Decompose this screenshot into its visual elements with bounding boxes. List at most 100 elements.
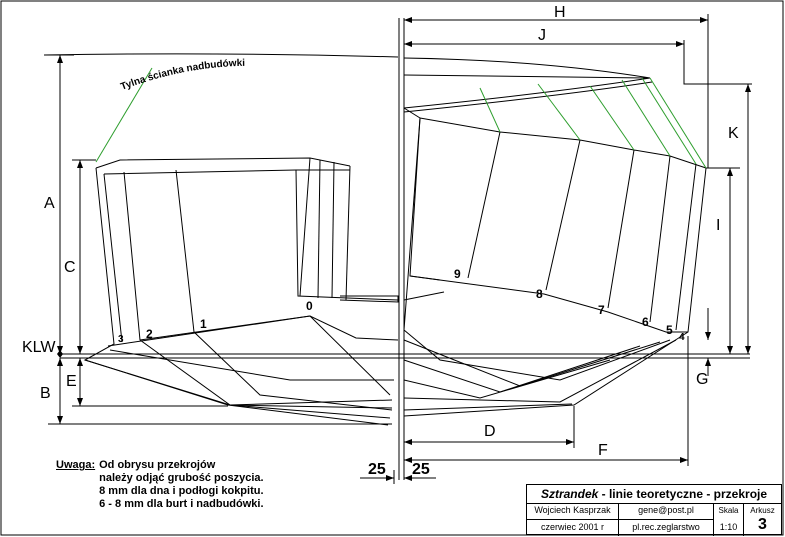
- klw-marker: [57, 350, 63, 358]
- bilge-line-right-2: [403, 359, 611, 399]
- note-line-4: 6 - 8 mm dla burt i nadbudówki.: [99, 498, 264, 510]
- label-dim-25-left: 25: [368, 461, 386, 478]
- label-dim-k: K: [728, 125, 739, 142]
- section-7-side: [607, 149, 635, 309]
- title-block-sep-2: [713, 503, 714, 536]
- arrow-f-left: [404, 457, 412, 463]
- wall-caption-path: Tylna ścianka nadbudówki: [119, 58, 245, 93]
- cockpit-floor: [339, 295, 399, 303]
- arrow-k-top: [745, 84, 751, 92]
- section-3-side: [103, 173, 123, 343]
- station-9: 9: [454, 267, 461, 281]
- note-label: Uwaga:: [56, 459, 96, 471]
- title-block-sep-3: [743, 503, 744, 536]
- scale-value: 1:10: [719, 522, 738, 532]
- arrow-e-bottom: [77, 398, 83, 406]
- cockpit-well-4: [331, 161, 335, 299]
- keel-line-right: [403, 339, 677, 403]
- cockpit-well-5: [345, 165, 351, 301]
- station-8: 8: [536, 287, 543, 301]
- label-dim-h: H: [554, 4, 566, 21]
- note-line-2: należy odjąć grubość poszycia.: [99, 472, 264, 484]
- label-dim-i: I: [716, 217, 720, 234]
- note-line-1: Od obrysu przekrojów: [99, 459, 216, 471]
- keel-line-left-2: [229, 399, 393, 406]
- section-4-outline: [403, 167, 707, 417]
- arrow-g-bottom: [705, 358, 711, 366]
- sheet-value: 3: [758, 516, 767, 533]
- cockpit-well-3: [317, 159, 321, 299]
- station-4: 4: [679, 332, 685, 343]
- deck-line-right: [409, 275, 688, 333]
- station-5: 5: [666, 323, 673, 337]
- deckhouse-top-right-2: [403, 74, 649, 79]
- deckhouse-roof: [403, 77, 651, 109]
- arrow-c-top: [77, 160, 83, 168]
- arrow-d-left: [404, 439, 412, 445]
- arrow-j-right: [676, 41, 684, 47]
- floor-line-left: [139, 315, 391, 396]
- deckhouse-top-right: [403, 57, 651, 79]
- project-subtitle: - linie teoretyczne - przekroje: [598, 487, 768, 501]
- deckhouse-wall-lines: [95, 67, 707, 169]
- label-dim-25-right: 25: [412, 461, 430, 478]
- deckhouse-roof-2: [403, 81, 653, 113]
- date: czerwiec 2001 r: [540, 522, 605, 532]
- chine-line-right-2: [403, 339, 661, 387]
- label-dim-c: C: [64, 259, 76, 276]
- cockpit-seat: [103, 169, 350, 175]
- label-dim-b: B: [40, 385, 51, 402]
- deckhouse-top-left: [43, 53, 399, 58]
- sheerline-right: [419, 117, 707, 169]
- arrow-k-bottom: [745, 346, 751, 354]
- chine-line-right: [403, 329, 671, 381]
- keel-line-right-2: [403, 403, 573, 411]
- title-block: Sztrandek - linie teoretyczne - przekroj…: [526, 484, 782, 536]
- author: Wojciech Kasprzak: [534, 505, 611, 515]
- title-block-heading: Sztrandek - linie teoretyczne - przekroj…: [527, 485, 781, 504]
- note-line-3: 8 mm dla dna i podłogi kokpitu.: [99, 485, 264, 497]
- label-dim-g: G: [696, 371, 708, 388]
- sheet-label: Arkusz: [750, 506, 775, 515]
- arrow-b-bottom: [57, 416, 63, 424]
- dim-j-ext: [683, 40, 752, 85]
- station-2: 2: [146, 327, 153, 341]
- arrow-d-right: [566, 439, 574, 445]
- arrow-f-right: [680, 457, 688, 463]
- label-dim-d: D: [484, 423, 496, 440]
- label-klw: KLW: [22, 339, 56, 356]
- label-dim-e: E: [66, 373, 77, 390]
- station-7: 7: [598, 303, 605, 317]
- cockpit-coaming: [95, 157, 351, 169]
- title-block-divider: [527, 519, 713, 520]
- newsgroup: pl.rec.zeglarstwo: [632, 522, 700, 532]
- title-block-sep-1: [618, 503, 619, 536]
- arrow-i-top: [727, 168, 733, 176]
- arrow-e-top: [77, 358, 83, 366]
- section-9-side: [467, 131, 501, 279]
- station-6: 6: [642, 315, 649, 329]
- keel-line-left: [84, 359, 393, 409]
- scale-label: Skala: [718, 506, 739, 515]
- note-lines: Od obrysu przekrojów należy odjąć gruboś…: [99, 459, 263, 511]
- arrow-a-top: [57, 55, 63, 63]
- arrow-25-left: [386, 475, 394, 481]
- arrow-h-right: [700, 17, 708, 23]
- section-9: [409, 117, 441, 281]
- arrow-25-right: [404, 475, 412, 481]
- section-2-outline: [123, 171, 391, 419]
- label-dim-a: A: [44, 195, 55, 212]
- bottom-line-left: [107, 315, 399, 347]
- stem-section: [403, 107, 421, 331]
- station-0: 0: [306, 299, 313, 313]
- arrow-b-top: [57, 358, 63, 366]
- email: gene@post.pl: [638, 505, 694, 515]
- bilge-line-left: [109, 349, 394, 381]
- station-3: 3: [118, 334, 124, 345]
- label-dim-j: J: [538, 27, 546, 44]
- arrow-h-left: [404, 17, 412, 23]
- arrow-j-left: [404, 41, 412, 47]
